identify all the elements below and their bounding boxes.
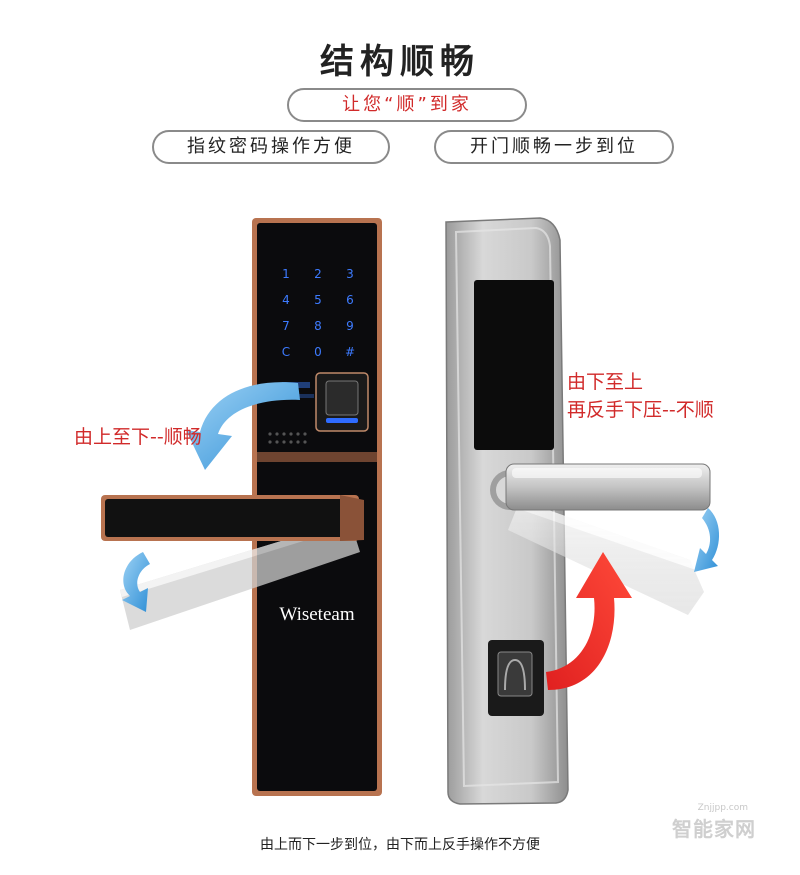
blue-arrow-down-large	[186, 382, 300, 470]
fingerprint-sensor	[325, 380, 359, 416]
page-title: 结构顺畅	[320, 42, 480, 82]
keypad-key: 5	[314, 293, 322, 307]
feature-pill-left: 指纹密码操作方便	[152, 130, 390, 164]
blue-arrow-down-small	[122, 552, 150, 612]
keypad-key: C	[282, 345, 290, 359]
keypad-key: 0	[314, 345, 322, 359]
left-handle	[101, 495, 364, 541]
left-lock-divider	[257, 452, 377, 462]
right-note-line1: 由下至上	[567, 371, 643, 393]
keypad-key: 9	[346, 319, 354, 333]
keypad-key: 6	[346, 293, 354, 307]
right-lock-bevel	[454, 226, 560, 788]
keypad-key: 7	[282, 319, 290, 333]
keypad-key: #	[345, 345, 355, 359]
bottom-caption: 由上而下一步到位，由下而上反手操作不方便	[260, 837, 540, 853]
blue-arrow-right	[694, 508, 720, 572]
feature-pill-right: 开门顺畅一步到位	[434, 130, 674, 164]
keypad-key: 1	[282, 267, 290, 281]
watermark-url: Znjjpp.com	[697, 803, 748, 813]
keypad-key: 3	[346, 267, 354, 281]
right-lock-screen	[474, 280, 554, 450]
brand-logo: Wiseteam	[279, 604, 354, 625]
left-note: 由上至下--顺畅	[74, 426, 202, 448]
right-note-line2: 再反手下压--不顺	[567, 399, 714, 421]
fingerprint-blue-light	[326, 418, 358, 423]
fingerprint-icon	[504, 658, 526, 691]
right-lock	[445, 217, 720, 805]
right-handle	[490, 463, 711, 511]
keypad: 1 2 3 4 5 6 7 8 9C 0 #	[282, 267, 355, 359]
tagline-pill: 让您“顺”到家	[287, 88, 527, 122]
keypad-key: 4	[282, 293, 290, 307]
red-arrow-up	[546, 552, 632, 690]
left-lock: 1 2 3 4 5 6 7 8 9C 0 # Wiseteam	[101, 218, 382, 796]
right-fingerprint-sensor	[497, 651, 533, 697]
led-dots	[268, 432, 307, 444]
keypad-key: 8	[314, 319, 322, 333]
keypad-key: 2	[314, 267, 322, 281]
watermark-logo: Znjjpp.com 智能家网	[648, 803, 778, 843]
watermark-text: 智能家网	[672, 817, 756, 841]
